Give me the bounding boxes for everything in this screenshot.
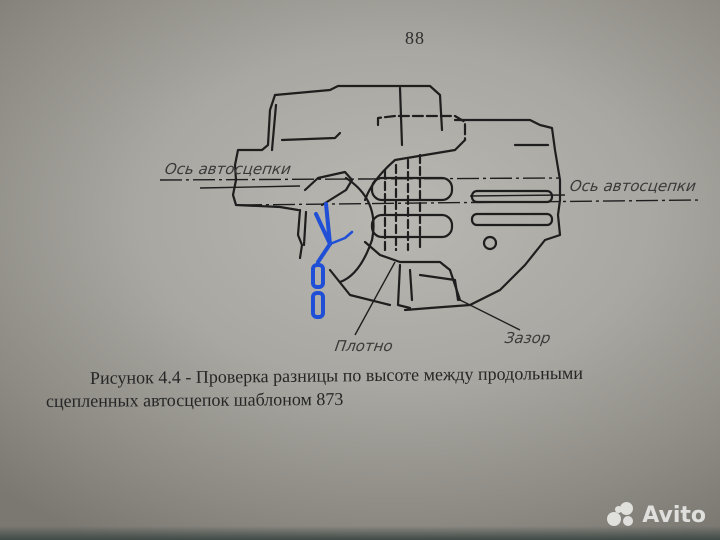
left-coupler-side-outline: [231, 93, 300, 212]
avito-watermark: Avito: [607, 502, 706, 528]
avito-brand-text: Avito: [642, 502, 706, 528]
label-gap: Зазор: [503, 329, 552, 347]
axis-label-right: Ось автосцепки: [568, 177, 698, 195]
leader-line-tight: [354, 261, 396, 336]
gauge-chain-highlight: [311, 202, 354, 319]
axis-underline-left: [199, 185, 301, 189]
label-tight-fit: Плотно: [333, 337, 395, 355]
right-coupler-outline: [403, 118, 562, 312]
leader-line-gap: [459, 299, 521, 331]
avito-logo-icon: [607, 502, 637, 528]
axis-line-left: [159, 177, 561, 181]
axis-label-left: Ось автосцепки: [163, 160, 293, 178]
page-number: 88: [405, 28, 425, 48]
axis-line-right: [239, 199, 701, 206]
right-coupler-top-dashed: [376, 114, 467, 142]
left-coupler-top-outline: [273, 84, 444, 132]
figure-caption-line-2: сцепленных автосцепок шаблоном 873: [45, 388, 344, 411]
monitor-bezel-edge: [0, 526, 720, 540]
